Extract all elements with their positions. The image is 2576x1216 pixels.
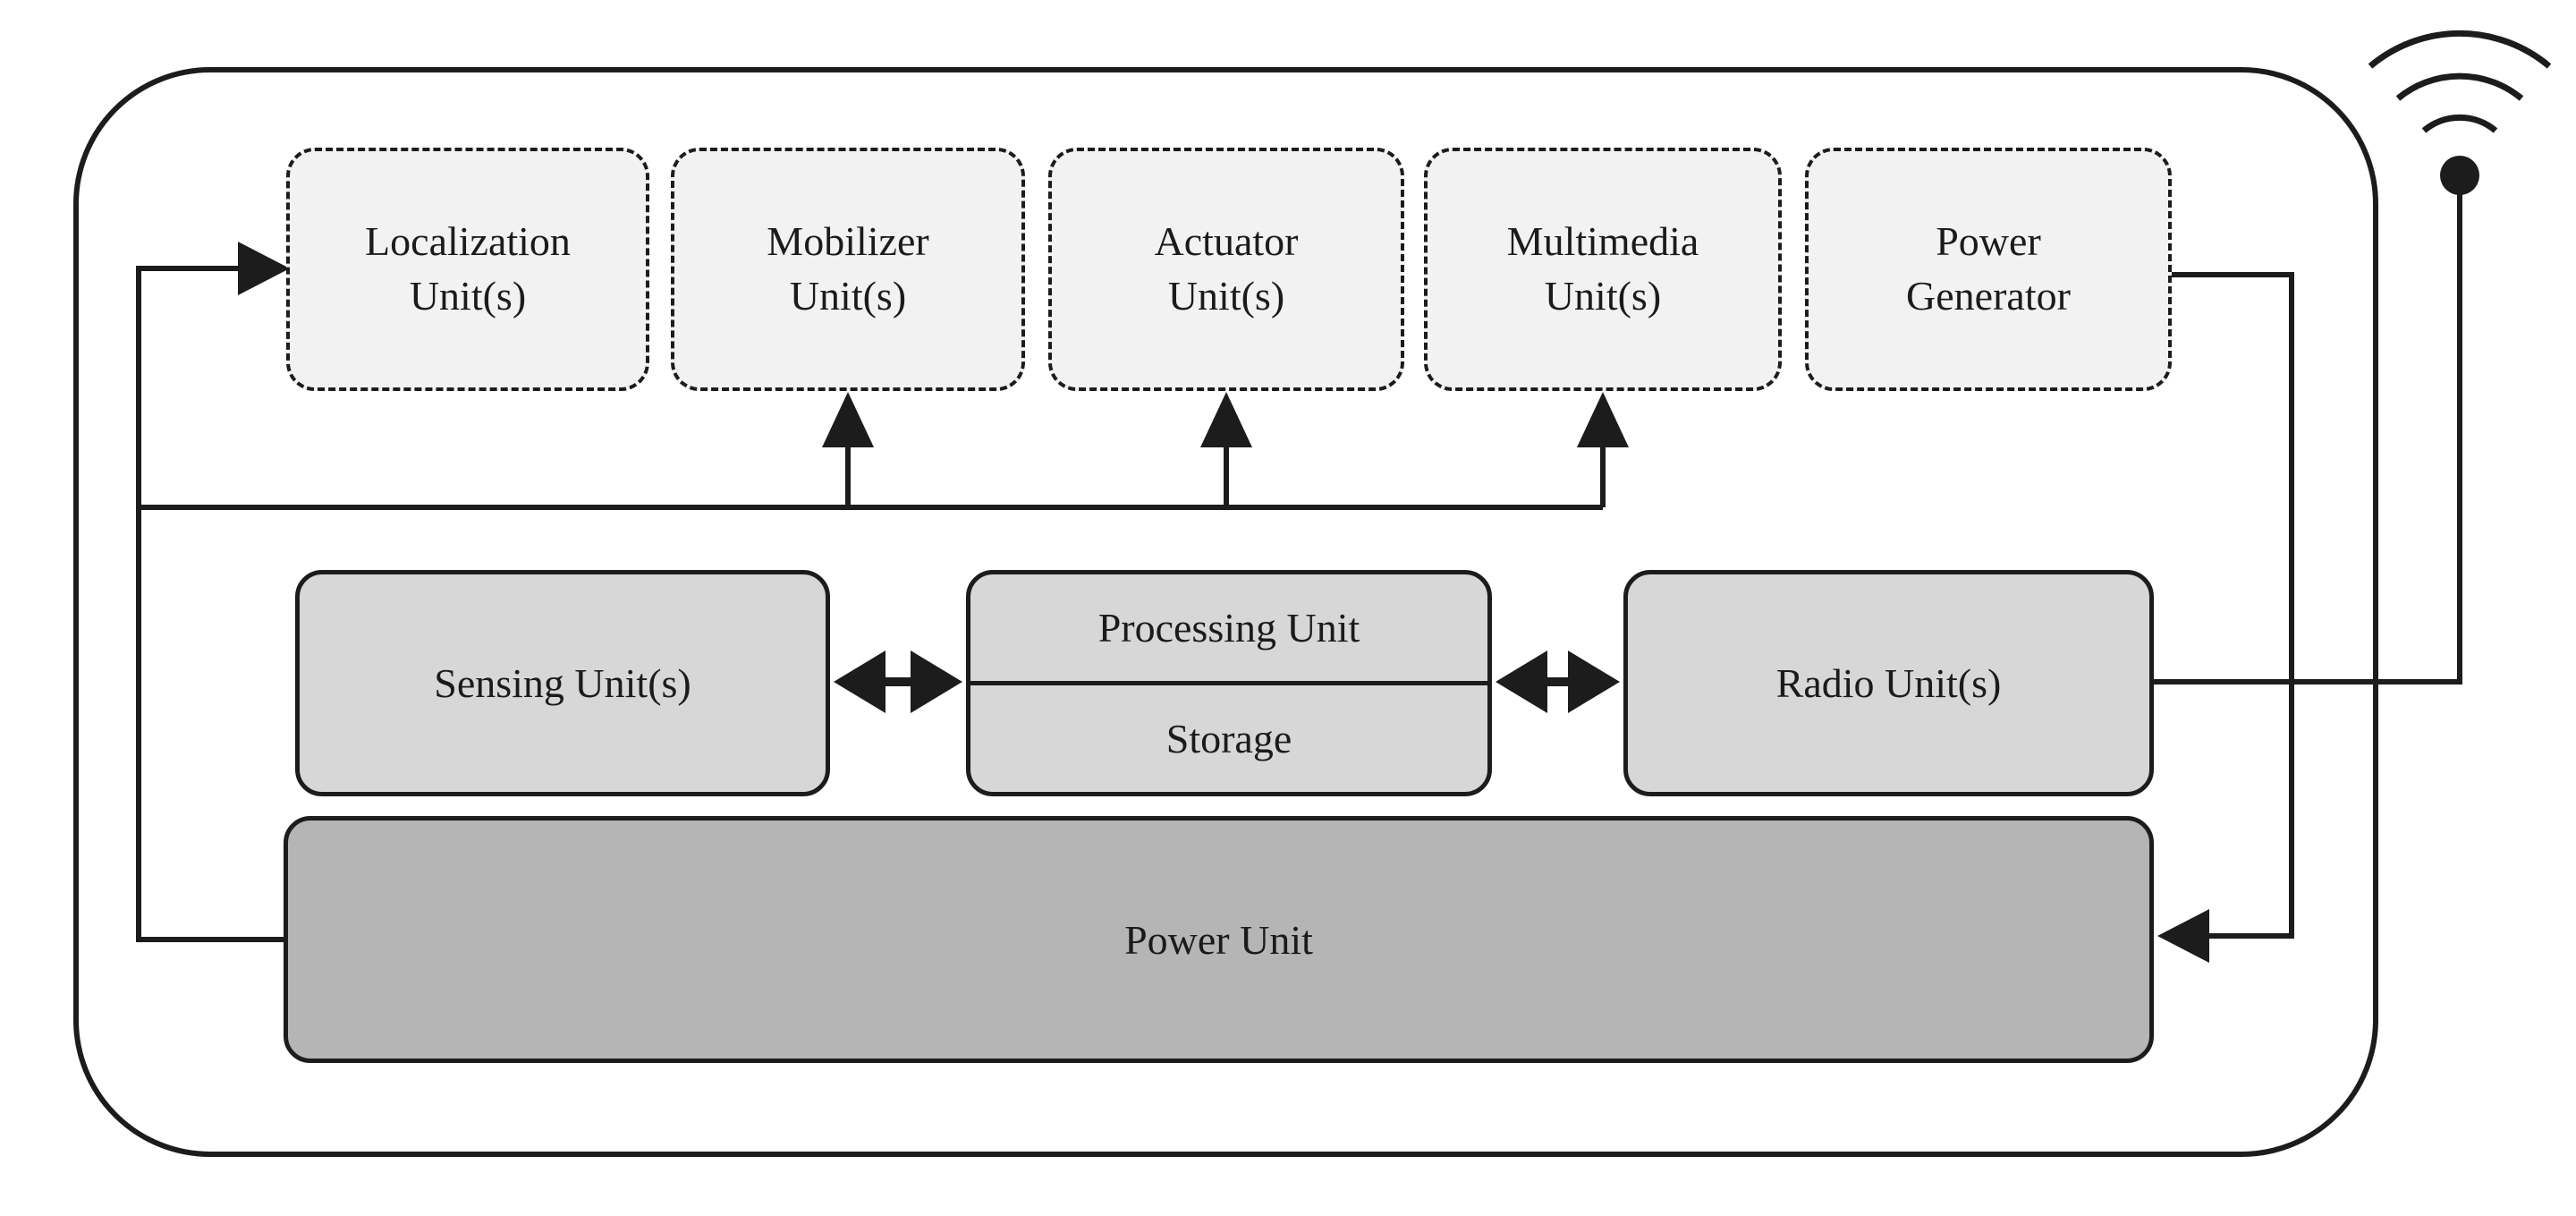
multimedia-unit-label-line1: Multimedia xyxy=(1506,218,1699,265)
storage-label: Storage xyxy=(1165,716,1292,761)
storage-section: Storage xyxy=(970,681,1487,792)
actuator-unit-box: Actuator Unit(s) xyxy=(1048,148,1404,391)
mobilizer-unit-label-line2: Unit(s) xyxy=(789,273,907,319)
antenna-icon xyxy=(2368,30,2552,195)
sensor-node-outline xyxy=(73,67,2378,1157)
arrow-into-actuator-unit xyxy=(1200,392,1252,447)
power-unit-label: Power Unit xyxy=(1124,916,1313,963)
power-unit-box: Power Unit xyxy=(284,816,2154,1063)
localization-unit-label-line1: Localization xyxy=(365,218,571,265)
arrow-into-localization-unit xyxy=(238,242,290,295)
power-generator-label-line2: Generator xyxy=(1906,273,2071,319)
multimedia-unit-label-line2: Unit(s) xyxy=(1544,273,1662,319)
actuator-unit-label-line2: Unit(s) xyxy=(1167,273,1285,319)
localization-unit-box: Localization Unit(s) xyxy=(286,148,649,391)
bidirectional-arrow-processing-radio xyxy=(1496,651,1620,713)
localization-unit-label-line2: Unit(s) xyxy=(409,273,527,319)
bidirectional-arrow-sensing-processing xyxy=(834,651,962,713)
power-branch-line xyxy=(139,444,1606,510)
sensing-unit-label: Sensing Unit(s) xyxy=(434,660,691,706)
radio-unit-box: Radio Unit(s) xyxy=(1623,570,2154,796)
power-generator-box: Power Generator xyxy=(1805,148,2172,391)
power-generator-to-power-unit-line xyxy=(2172,272,2294,939)
arrow-into-power-unit xyxy=(2157,909,2209,963)
radio-to-antenna-line xyxy=(2154,175,2462,685)
power-generator-label-line1: Power xyxy=(1936,218,2041,265)
arrow-into-multimedia-unit xyxy=(1577,392,1629,447)
multimedia-unit-box: Multimedia Unit(s) xyxy=(1424,148,1782,391)
arrow-into-mobilizer-unit xyxy=(822,392,874,447)
actuator-unit-label-line1: Actuator xyxy=(1154,218,1299,265)
power-unit-left-riser-line xyxy=(136,266,284,942)
processing-unit-section: Processing Unit xyxy=(970,574,1487,681)
processing-unit-label: Processing Unit xyxy=(1097,605,1360,651)
mobilizer-unit-box: Mobilizer Unit(s) xyxy=(671,148,1025,391)
radio-unit-label: Radio Unit(s) xyxy=(1775,660,2002,706)
sensing-unit-box: Sensing Unit(s) xyxy=(295,570,830,796)
mobilizer-unit-label-line1: Mobilizer xyxy=(767,218,929,265)
processing-unit-box: Processing Unit Storage xyxy=(966,570,1492,796)
